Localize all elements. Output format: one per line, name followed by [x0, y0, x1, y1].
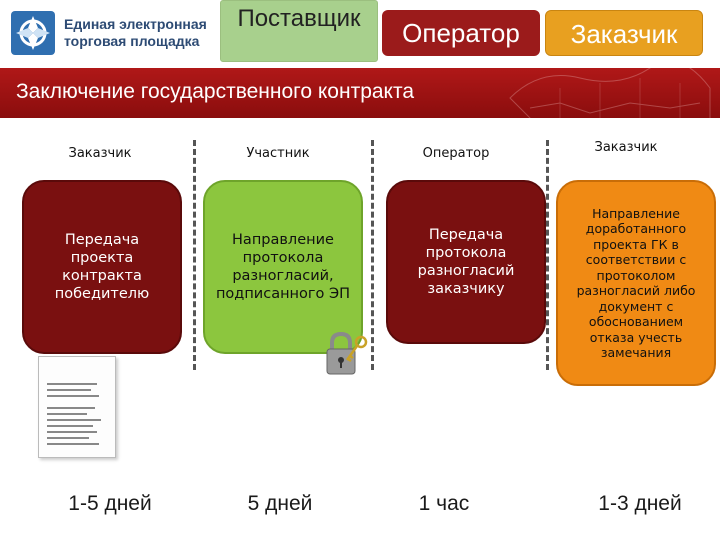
step-card-2: Направление протокола разногласий, подпи… [203, 180, 363, 354]
step-card-2-text: Направление протокола разногласий, подпи… [215, 232, 351, 302]
logo-text: Единая электронная торговая площадка [64, 16, 207, 49]
logo-icon [11, 11, 55, 55]
document-icon [38, 356, 116, 458]
step-card-3-text: Передача протокола разногласий заказчику [417, 227, 515, 297]
duration-step-1: 1-5 дней [68, 492, 152, 515]
tab-operator[interactable]: Оператор [382, 10, 540, 56]
column-head-participant: Участник [246, 146, 310, 161]
logo[interactable]: Единая электронная торговая площадка [10, 8, 215, 58]
column-head-operator: Оператор [422, 146, 490, 161]
padlock-key-icon [326, 331, 368, 375]
column-head-customer: Заказчик [68, 146, 132, 161]
duration-step-3: 1 час [418, 492, 470, 515]
map-watermark-icon [509, 68, 711, 118]
step-card-3: Передача протокола разногласий заказчику [386, 180, 546, 344]
step-card-1-text: Передача проекта контракта победителю [54, 232, 150, 302]
divider [371, 140, 374, 370]
tab-customer[interactable]: Заказчик [545, 10, 703, 56]
header: Единая электронная торговая площадка Пос… [0, 0, 720, 68]
divider [193, 140, 196, 370]
column-head-customer-2: Заказчик [594, 140, 658, 155]
title-band: Заключение государственного контракта [0, 68, 720, 118]
step-card-1: Передача проекта контракта победителю [22, 180, 182, 354]
divider [546, 140, 549, 370]
tab-supplier[interactable]: Поставщик [220, 0, 378, 62]
page-title: Заключение государственного контракта [16, 80, 415, 103]
step-card-4-text: Направление доработанного проекта ГК в с… [576, 205, 696, 361]
duration-step-4: 1-3 дней [598, 492, 682, 515]
duration-step-2: 5 дней [247, 492, 313, 515]
step-card-4: Направление доработанного проекта ГК в с… [556, 180, 716, 386]
